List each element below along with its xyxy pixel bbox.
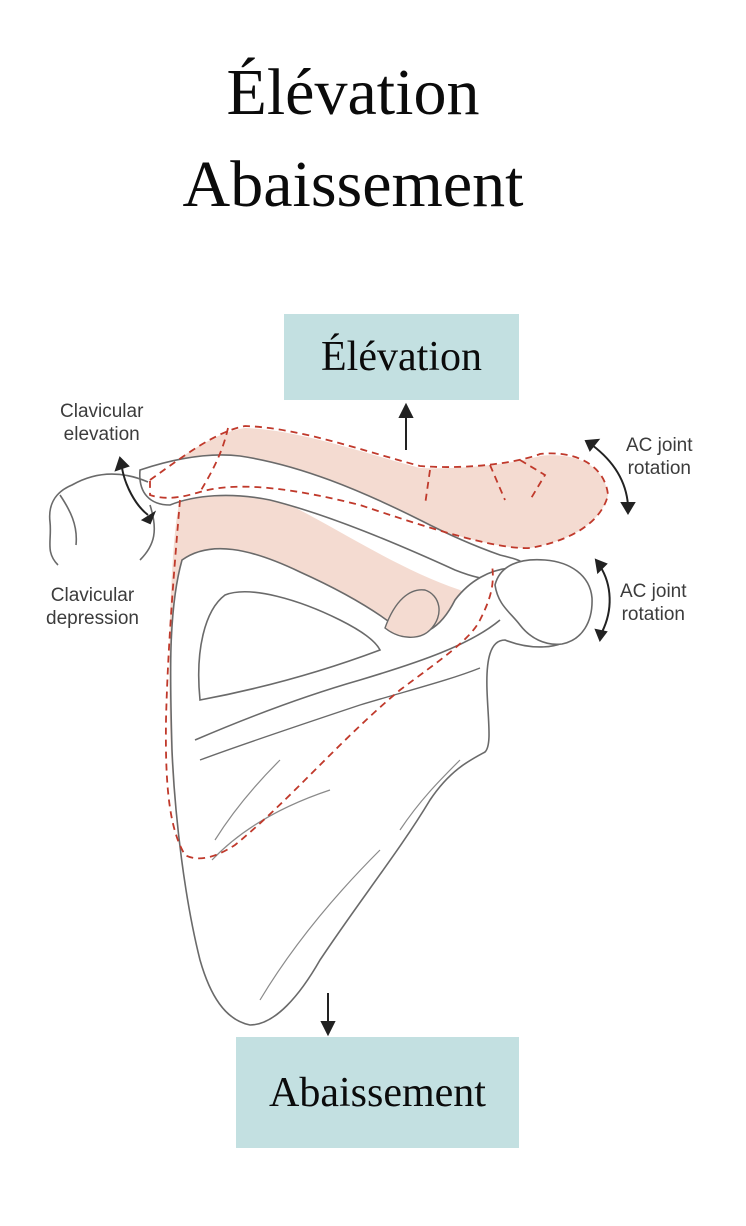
scapula-inner-line [211,759,331,861]
elevation-box-label: Élévation [321,334,482,380]
clavicular-depression-line2: depression [46,608,139,629]
elevation-box: Élévation [284,314,519,400]
ac-joint-rotation-lower-label: AC joint rotation [620,580,687,626]
ac-lower-curved-arrow [594,558,611,643]
scapula-lateral-ridge [259,759,461,1001]
depression-box: Abaissement [236,1037,519,1148]
page-title-line2: Abaissement [182,148,524,221]
page-title-line1: Élévation [226,56,480,129]
elevated-clavicle-shading [150,428,608,549]
ac-joint-rotation-lower-line1: AC joint [620,581,687,602]
clavicular-depression-label: Clavicular depression [46,584,139,630]
ac-upper-curved-arrow [584,438,636,515]
elevation-arrow [398,402,414,450]
clavicular-curved-arrow [114,456,157,525]
ac-joint-rotation-upper-line1: AC joint [626,435,693,456]
depression-box-label: Abaissement [269,1069,486,1116]
ac-joint-rotation-upper-label: AC joint rotation [626,434,693,480]
acromion-outline [494,558,593,646]
ac-joint-rotation-upper-line2: rotation [627,458,691,479]
supraspinous-fossa [197,591,382,701]
scapula-spine-lower [199,667,481,761]
clavicular-depression-line1: Clavicular [50,585,135,606]
clavicular-elevation-line1: Clavicular [60,401,144,422]
clavicular-elevation-line2: elevation [63,424,140,445]
clavicular-elevation-label: Clavicular elevation [60,400,143,446]
coracoid-shading [384,589,440,638]
elevated-dashed-outline [149,425,609,860]
depression-arrow [320,993,336,1037]
scapula-spine [194,619,501,741]
sternum-outline [48,473,156,566]
ac-joint-rotation-lower-line2: rotation [621,604,685,625]
